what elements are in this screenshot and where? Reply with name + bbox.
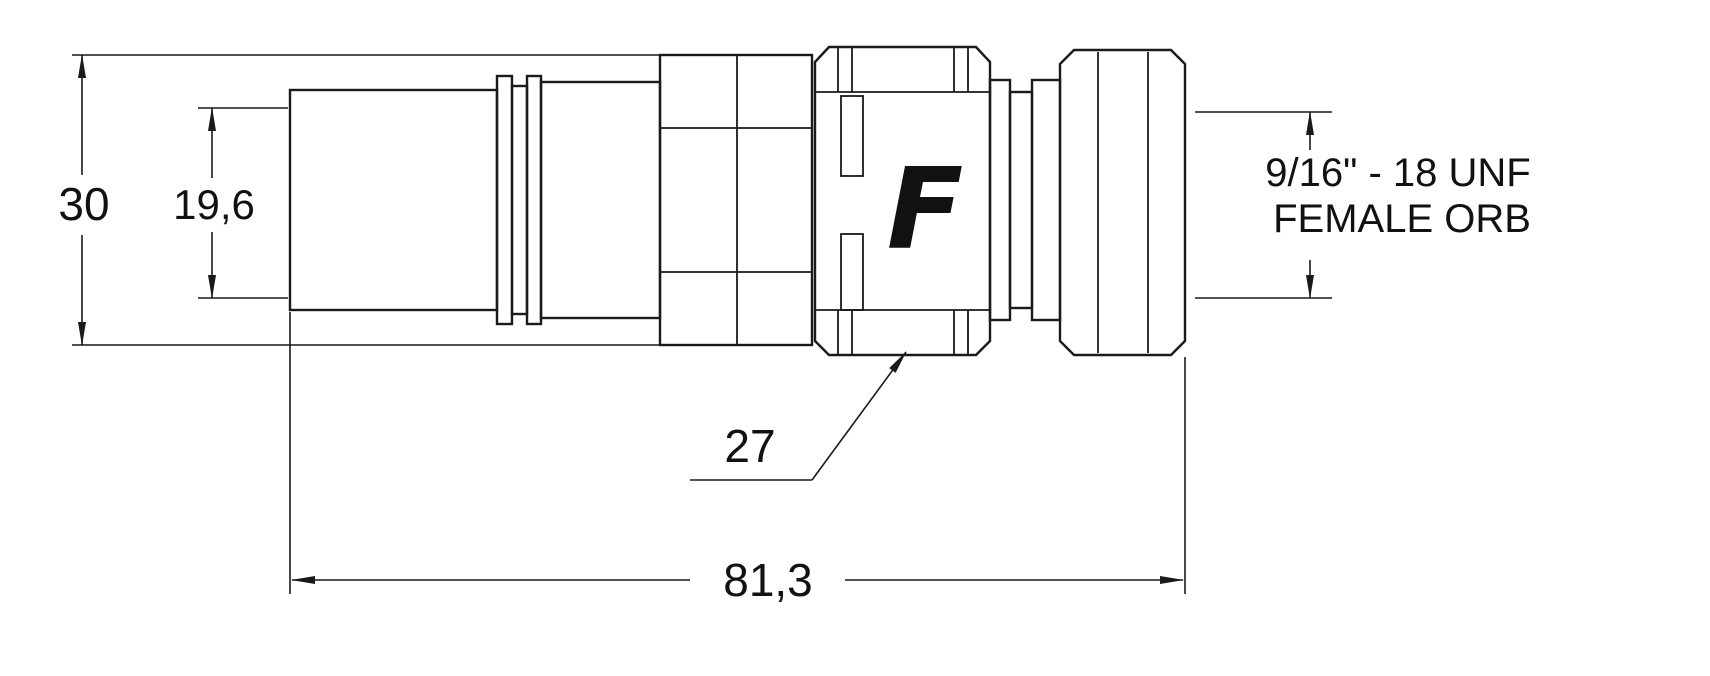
leader-arrow-27 <box>811 351 907 481</box>
collar-ring-2 <box>525 74 543 326</box>
lock-slot-upper <box>840 95 864 177</box>
swivel-nut-outline <box>813 45 992 357</box>
brand-logo-f: F <box>887 145 964 275</box>
thread-spec-line1: 9/16" - 18 UNF <box>1265 151 1530 195</box>
dimension-annotations: 30 19,6 27 81,3 9/16" - 18 UNF FEMALE OR <box>58 54 1531 606</box>
sleeve-body <box>288 88 499 312</box>
hex-section <box>658 53 814 347</box>
collar-ring-groove <box>510 84 529 316</box>
thread-spec-line2: FEMALE ORB <box>1273 197 1531 241</box>
dim-label-overall-length: 81,3 <box>723 554 813 606</box>
lock-slot-lower <box>840 233 864 311</box>
rear-collar-ring-1 <box>988 78 1012 322</box>
dim-label-sleeve-diameter: 19,6 <box>173 181 255 228</box>
rear-collar-groove <box>1008 90 1034 310</box>
end-hex-nut-outline <box>1058 48 1187 357</box>
collar-ring-1 <box>495 74 514 326</box>
rear-collar-ring-2 <box>1030 78 1062 322</box>
main-body <box>539 80 662 320</box>
coupler-part: F <box>288 45 1187 357</box>
dim-label-overall-height: 30 <box>58 178 109 230</box>
dim-label-hex-flats: 27 <box>724 420 775 472</box>
